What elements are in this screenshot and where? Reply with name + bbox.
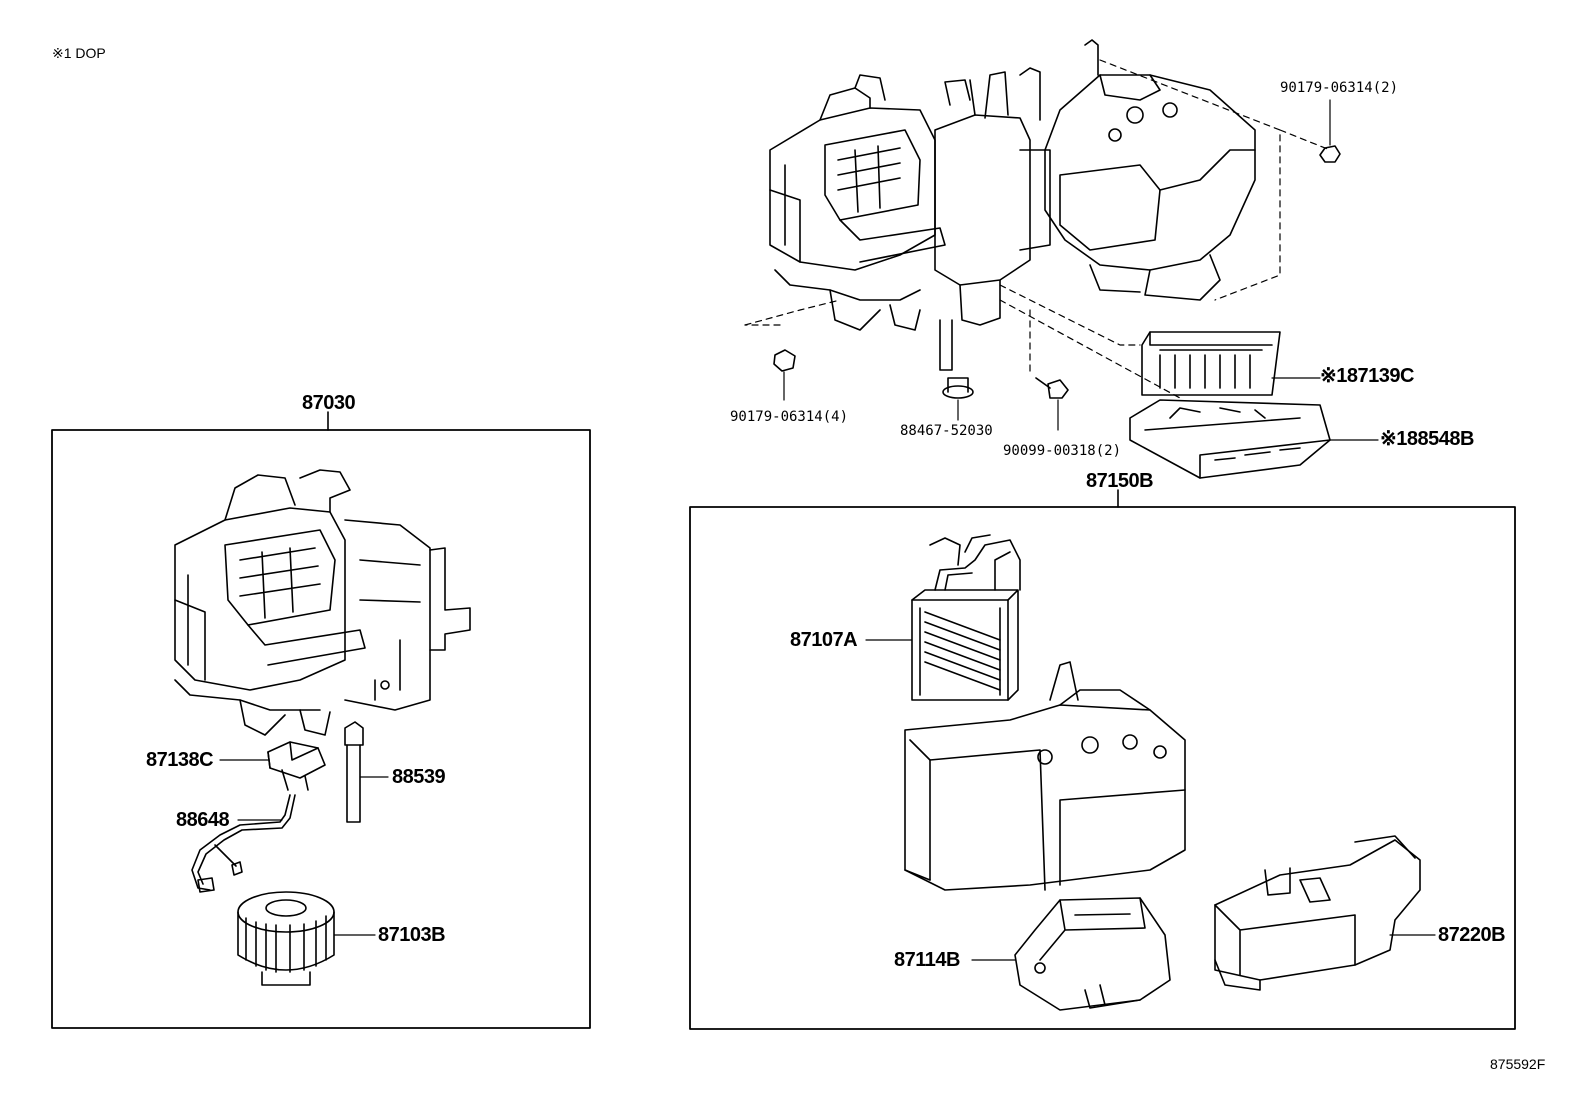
box-87150b [689,506,1516,1030]
label-88539: 88539 [392,766,446,788]
label-87220b: 87220B [1438,924,1506,946]
heater-core-87107a [865,534,1021,701]
blower-housing-87220b [1214,835,1436,991]
label-88548b: ※188548B [1380,428,1474,450]
label-87030: 87030 [302,392,356,414]
label-87138c: 87138C [146,749,214,771]
label-87150b: 87150B [1086,470,1154,492]
filter-case-88548b [1129,399,1379,479]
label-88467-52030: 88467-52030 [900,423,993,439]
hvac-assembly-top [769,39,1256,371]
box-87030 [51,429,591,1029]
dop-note: ※1 DOP [52,45,106,61]
label-90179-06314-4: 90179-06314(4) [730,409,849,425]
filter-87139c [1141,331,1321,396]
fasteners-top [773,99,1341,431]
blower-motor-87103b [237,891,376,986]
label-87107a: 87107A [790,629,858,651]
label-87139c: ※187139C [1320,365,1414,387]
duct-87114b [971,897,1171,1011]
label-88648: 88648 [176,809,230,831]
dashed-guides-top [744,59,1331,399]
wire-harness-88648 [191,794,296,893]
drawing-code: 875592F [1490,1056,1546,1072]
label-87114b: 87114B [894,949,960,971]
label-90099-00318-2: 90099-00318(2) [1003,443,1122,459]
label-87103b: 87103B [378,924,446,946]
evaporator-housing [904,661,1186,891]
resistor-87138c [219,741,326,791]
hvac-unit-87030 [174,469,471,736]
label-90179-06314-2: 90179-06314(2) [1280,80,1399,96]
sensor-88539 [344,721,389,823]
